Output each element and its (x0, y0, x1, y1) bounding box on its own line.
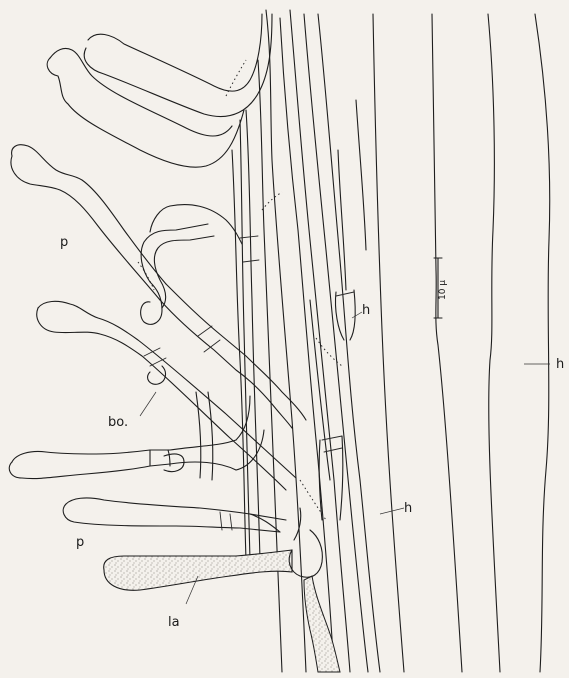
label-h-lower: h (404, 501, 412, 516)
upper-curved-hyphae (47, 14, 272, 167)
label-h-upper: h (362, 303, 370, 318)
label-la: la (168, 615, 180, 630)
label-bo: bo. (108, 415, 128, 430)
label-h-right: h (556, 357, 564, 372)
crozier-hook (141, 205, 242, 325)
hyphae-bundle-right (373, 14, 550, 672)
paraphysis-lower-middle (9, 396, 264, 479)
label-p-upper: p (60, 235, 68, 250)
label-p-lower: p (76, 535, 84, 550)
scale-label: 10 µ (438, 280, 448, 300)
paraphysis-upper (11, 145, 306, 428)
paraphysis-lower (63, 498, 286, 532)
